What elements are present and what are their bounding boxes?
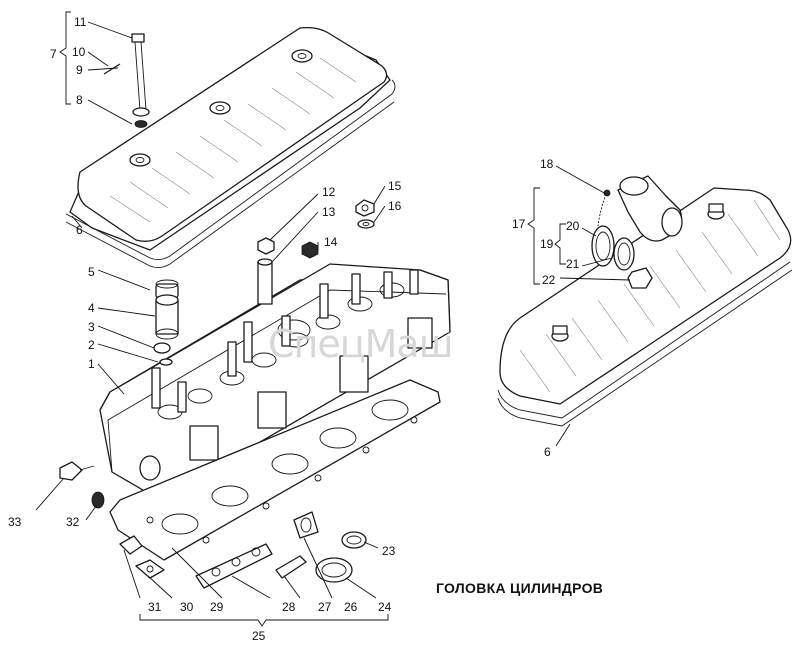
callout-24: 24 — [378, 600, 392, 614]
small-washer — [159, 358, 173, 366]
callout-19: 19 — [540, 237, 554, 251]
callout-20: 20 — [566, 219, 580, 233]
callout-5: 5 — [88, 265, 95, 279]
callout-27: 27 — [318, 600, 332, 614]
callout-14: 14 — [324, 235, 338, 249]
plug-32 — [91, 491, 105, 509]
callout-10: 10 — [72, 45, 86, 59]
nut-14 — [301, 241, 319, 259]
callout-32: 32 — [66, 515, 80, 529]
left-cover-gasket — [65, 79, 396, 269]
callout-25: 25 — [252, 629, 266, 643]
leader-lines — [35, 11, 631, 627]
callout-18: 18 — [540, 157, 554, 171]
callout-8: 8 — [76, 93, 83, 107]
right-valve-cover — [499, 187, 792, 405]
cylinder-head — [99, 263, 451, 501]
callout-16: 16 — [388, 199, 402, 213]
washer-16 — [357, 219, 375, 229]
left-valve-cover — [69, 26, 391, 251]
cover-bolt — [131, 33, 150, 117]
seal-ring-23 — [341, 531, 367, 549]
right-cover-gasket — [497, 261, 793, 427]
exhaust-gasket-left — [119, 535, 143, 555]
callout-21: 21 — [566, 257, 580, 271]
rocker-stud — [257, 258, 273, 305]
seal-ring-24 — [315, 557, 353, 583]
callout-9: 9 — [76, 63, 83, 77]
callout-28: 28 — [282, 600, 296, 614]
callout-4: 4 — [88, 301, 95, 315]
callout-22: 22 — [542, 273, 556, 287]
cover-washer-pin — [103, 63, 148, 128]
callout-30: 30 — [180, 600, 194, 614]
callout-31: 31 — [148, 600, 162, 614]
stud-nut — [257, 237, 275, 255]
watermark-logo: СпецМаш — [268, 322, 453, 366]
callout-26: 26 — [344, 600, 358, 614]
callout-labels: 11 7 10 9 8 6 5 4 3 2 1 12 13 14 15 16 1… — [8, 15, 580, 643]
callout-12: 12 — [322, 185, 336, 199]
callout-1: 1 — [88, 357, 95, 371]
callout-15: 15 — [388, 179, 402, 193]
callout-23: 23 — [382, 544, 396, 558]
callout-13: 13 — [322, 205, 336, 219]
callout-7: 7 — [50, 47, 57, 61]
oil-filler-neck — [617, 175, 683, 242]
callout-17: 17 — [512, 217, 526, 231]
bolt-33 — [59, 461, 95, 481]
head-gasket — [109, 379, 441, 561]
filler-gasket — [613, 237, 635, 271]
manifold-gasket-28 — [195, 543, 273, 589]
callout-33: 33 — [8, 515, 22, 529]
gasket-27 — [275, 555, 307, 579]
diagram-title: ГОЛОВКА ЦИЛИНДРОВ — [436, 580, 604, 596]
seal-ring — [153, 342, 171, 354]
callout-29: 29 — [210, 600, 224, 614]
callout-6-left: 6 — [76, 223, 83, 237]
nut-15 — [355, 199, 375, 217]
filler-cap — [591, 189, 615, 267]
callout-2: 2 — [88, 338, 95, 352]
callout-3: 3 — [88, 320, 95, 334]
valve-guide-sleeve — [155, 294, 179, 340]
callout-11: 11 — [74, 15, 87, 29]
exhaust-gasket-30 — [135, 559, 165, 579]
gasket-26 — [293, 511, 319, 539]
callout-6-right: 6 — [544, 445, 551, 459]
cover-nut-right — [627, 267, 653, 289]
